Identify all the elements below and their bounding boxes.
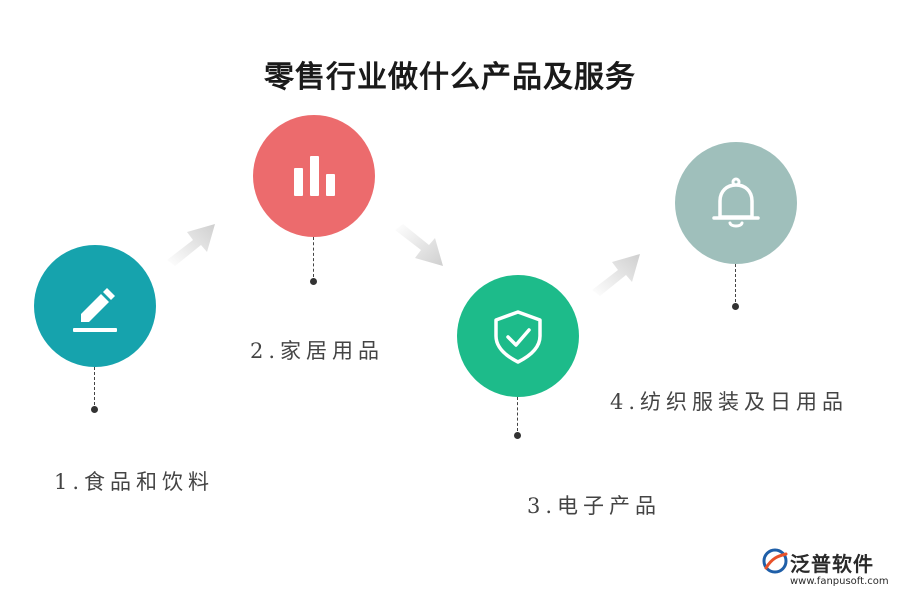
arrow-3-icon xyxy=(592,254,640,296)
step-2-circle xyxy=(253,115,375,237)
brand-watermark: 泛普软件 www.fanpusoft.com xyxy=(762,546,892,594)
step-1-label: 1.食品和饮料 xyxy=(54,470,215,494)
step-2-connector xyxy=(313,237,314,277)
arrow-2-icon xyxy=(395,224,443,266)
step-4-label: 4.纺织服装及日用品 xyxy=(610,390,849,414)
step-4-connector xyxy=(735,264,736,302)
step-3-dot xyxy=(514,432,521,439)
bar-chart-icon xyxy=(294,156,335,196)
diagram-title: 零售行业做什么产品及服务 xyxy=(264,60,636,95)
step-3-connector xyxy=(517,397,518,431)
brand-name: 泛普软件 xyxy=(790,552,874,576)
step-2-dot xyxy=(310,278,317,285)
step-4-circle xyxy=(675,142,797,264)
pencil-edit-icon xyxy=(73,288,117,332)
bell-icon xyxy=(712,177,760,228)
step-3-label: 3.电子产品 xyxy=(527,494,662,518)
step-3-circle xyxy=(457,275,579,397)
step-1-dot xyxy=(91,406,98,413)
brand-url: www.fanpusoft.com xyxy=(790,576,889,587)
step-4-dot xyxy=(732,303,739,310)
step-1-circle xyxy=(34,245,156,367)
step-2-label: 2.家居用品 xyxy=(250,339,385,363)
arrow-1-icon xyxy=(167,224,215,266)
shield-check-icon xyxy=(494,310,542,364)
brand-logo-icon xyxy=(762,548,788,574)
step-1-connector xyxy=(94,367,95,405)
